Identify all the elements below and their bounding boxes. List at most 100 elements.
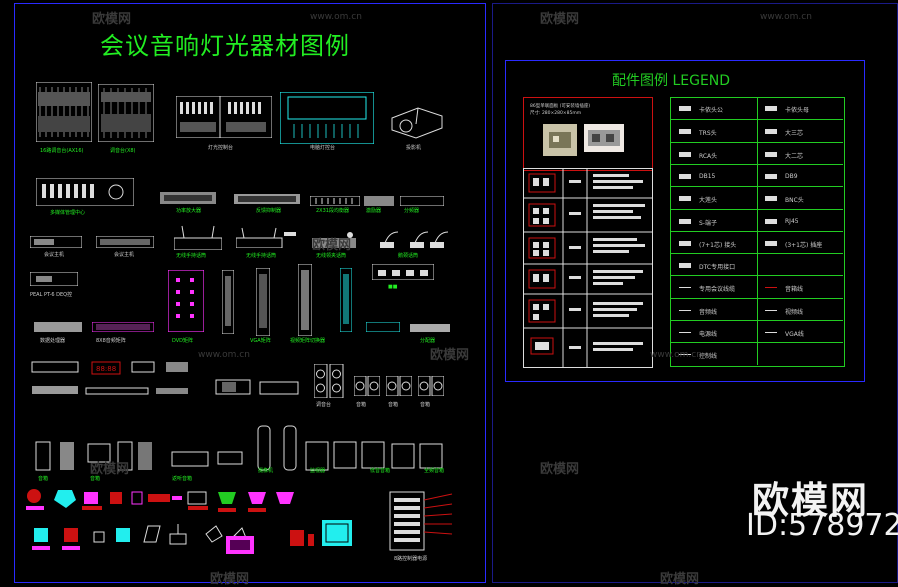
speaker-pair-4-drawing	[418, 376, 444, 396]
watermark-brand-4: 欧模网	[430, 348, 470, 363]
connector-legend-left-label: 音频线	[699, 308, 718, 316]
connector-legend-left-label: TRS头	[699, 130, 717, 138]
legend-title: 配件图例 LEGEND	[612, 73, 731, 89]
watermark-brand: 欧模网	[92, 12, 132, 27]
wireless-mic-receiver-drawing	[174, 225, 222, 250]
connector-icon	[679, 196, 691, 202]
panel-legend-table	[523, 168, 653, 368]
label-row5-mixer: 调音台	[316, 402, 332, 408]
media-center-drawing	[36, 178, 134, 206]
connector-legend-left-label: DTC专用接口	[699, 264, 736, 272]
connector-legend-right-label: 大二芯	[785, 152, 804, 160]
label-data-processor: 数据处理器	[40, 338, 66, 344]
conference-host-2-drawing	[96, 236, 154, 248]
label-mixer-8: 调音台(X8)	[110, 148, 136, 154]
connector-legend-right-label: DB9	[785, 172, 798, 180]
label-wireless-mic-2: 无线手持话筒	[246, 253, 277, 259]
watermark-brand-7: 欧模网	[210, 572, 250, 587]
connector-legend-right-label: VGA线	[785, 331, 804, 338]
computer-light-console-drawing	[280, 92, 374, 144]
label-row5-spk3: 音箱	[420, 402, 431, 408]
cable-line-icon	[679, 332, 691, 333]
connector-icon	[765, 129, 777, 135]
connector-icon	[679, 263, 691, 269]
connector-icon	[765, 240, 777, 246]
label-media-center: 多媒体管理中心	[50, 210, 86, 216]
label-conference-unit-row: ■■	[388, 284, 398, 290]
watermark-brand-3: 欧模网	[312, 238, 352, 253]
label-feedback: 反馈抑制器	[256, 208, 282, 214]
connector-icon	[765, 173, 777, 179]
connector-icon	[679, 218, 691, 224]
power-amplifier-drawing	[160, 192, 216, 204]
label-audio-matrix: 8X8音频矩阵	[96, 338, 126, 344]
connector-legend-row: DTC专用接口	[671, 253, 843, 277]
connector-icon	[679, 106, 691, 111]
label-lavalier: 无线领夹话筒	[316, 253, 347, 259]
connector-icon	[679, 129, 691, 135]
connector-icon	[765, 218, 777, 224]
cable-line-icon	[765, 309, 777, 311]
connector-legend-left-label: S-端子	[699, 219, 717, 227]
label-distributor: 分配器	[420, 338, 436, 344]
connector-legend-row: (7+1芯) 接头(3+1芯) 插座	[671, 230, 843, 255]
connector-icon	[679, 240, 691, 246]
cable-line-icon	[679, 354, 691, 356]
connector-legend-right-label: 大三芯	[785, 130, 804, 138]
handheld-mic-set-drawing	[236, 227, 296, 248]
label-projector: 投影机	[406, 145, 422, 151]
connector-legend-row: 控制线	[671, 342, 843, 366]
light-console-drawing	[176, 96, 272, 138]
connector-legend-left-label: 卡侬头公	[699, 107, 724, 114]
connector-legend-left-label: 专用会议线缆	[699, 286, 736, 294]
label-light-console: 灯光控制台	[208, 145, 234, 151]
legend-card-spec: 86型单联面板 (可安装墙插座)	[530, 104, 591, 109]
connector-icon	[765, 196, 777, 202]
connector-legend-right-label: 音箱线	[785, 286, 804, 294]
label-computer-light-console: 电脑灯控台	[310, 145, 336, 151]
rack-vertical-4-drawing	[340, 268, 352, 332]
label-equalizer: 2X31段均衡器	[316, 208, 349, 214]
connector-legend-left-label: RCA头	[699, 152, 718, 160]
connector-legend-right-label: (3+1芯) 插座	[785, 241, 823, 249]
cyan-panel-drawing	[322, 520, 352, 546]
cable-line-icon	[679, 287, 691, 289]
mixer-8ch-drawing	[98, 84, 154, 142]
label-row6-monitor: 监视器	[310, 468, 326, 474]
cable-line-icon	[765, 287, 777, 289]
connector-legend-right-label: BNC头	[785, 197, 804, 205]
exciter-drawing	[364, 196, 394, 206]
conference-host-1-drawing	[30, 236, 82, 248]
label-peal: PEAL PT-6 DEQ控	[30, 292, 73, 298]
label-row6-spk1: 音箱	[38, 476, 49, 482]
label-vga-matrix: VGA矩阵	[250, 338, 271, 344]
rack-panel-magenta-drawing	[168, 270, 204, 332]
label-row6-sub: 低音音箱	[370, 468, 391, 474]
connector-legend-left-label: 电源线	[699, 331, 718, 338]
label-conf-host-2: 会议主机	[114, 252, 135, 258]
cable-line-icon	[679, 309, 691, 311]
mixer-16ch-drawing	[36, 82, 92, 142]
label-conf-host-1: 会议主机	[44, 252, 65, 258]
speaker-pair-2-drawing	[354, 376, 380, 396]
power-controller-rack-drawing	[389, 491, 453, 551]
processor-cyan-drawing	[366, 322, 400, 332]
socket-photo-2	[584, 124, 624, 152]
label-wireless-mic-1: 无线手持话筒	[176, 253, 207, 259]
label-power-controller: 8路控制器电源	[394, 556, 428, 562]
connector-icon	[679, 173, 691, 179]
connector-legend-right-label: 卡侬头母	[785, 107, 810, 114]
lavalier-mic-drawing	[312, 232, 356, 248]
watermark-url-2: www.om.cn	[760, 12, 812, 22]
magenta-screen-drawing	[226, 536, 254, 554]
label-row6-camera: 摄像机	[258, 468, 274, 474]
label-dvd-matrix: DVD矩阵	[172, 338, 194, 344]
watermark-brand-8: 欧模网	[660, 572, 700, 587]
watermark-brand-2: 欧模网	[540, 12, 580, 27]
cable-line-icon	[765, 332, 777, 333]
conference-unit-row-drawing	[372, 264, 434, 280]
label-exciter: 激励器	[366, 208, 382, 214]
processor-white-drawing	[410, 324, 450, 332]
watermark-brand-6: 欧模网	[540, 462, 580, 477]
